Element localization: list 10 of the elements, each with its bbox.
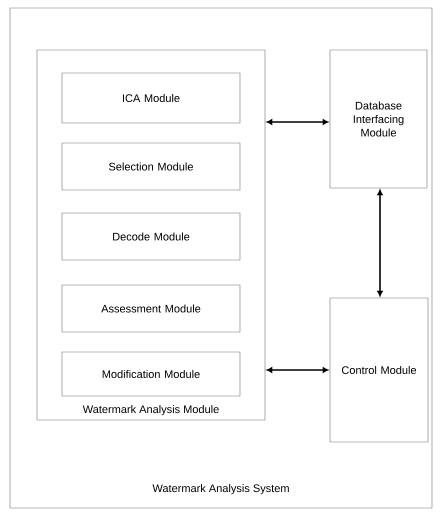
arrow <box>266 367 328 373</box>
module-box: Modification Module <box>62 352 240 396</box>
module-box: Database Interfacing Module <box>330 50 428 188</box>
module-box: Selection Module <box>62 142 240 190</box>
module-box: Decode Module <box>62 212 240 260</box>
module-box: Control Module <box>330 298 428 442</box>
module-box: Assessment Module <box>62 284 240 332</box>
arrow <box>266 119 328 125</box>
module-box: ICA Module <box>62 72 240 124</box>
arrow <box>377 190 383 296</box>
